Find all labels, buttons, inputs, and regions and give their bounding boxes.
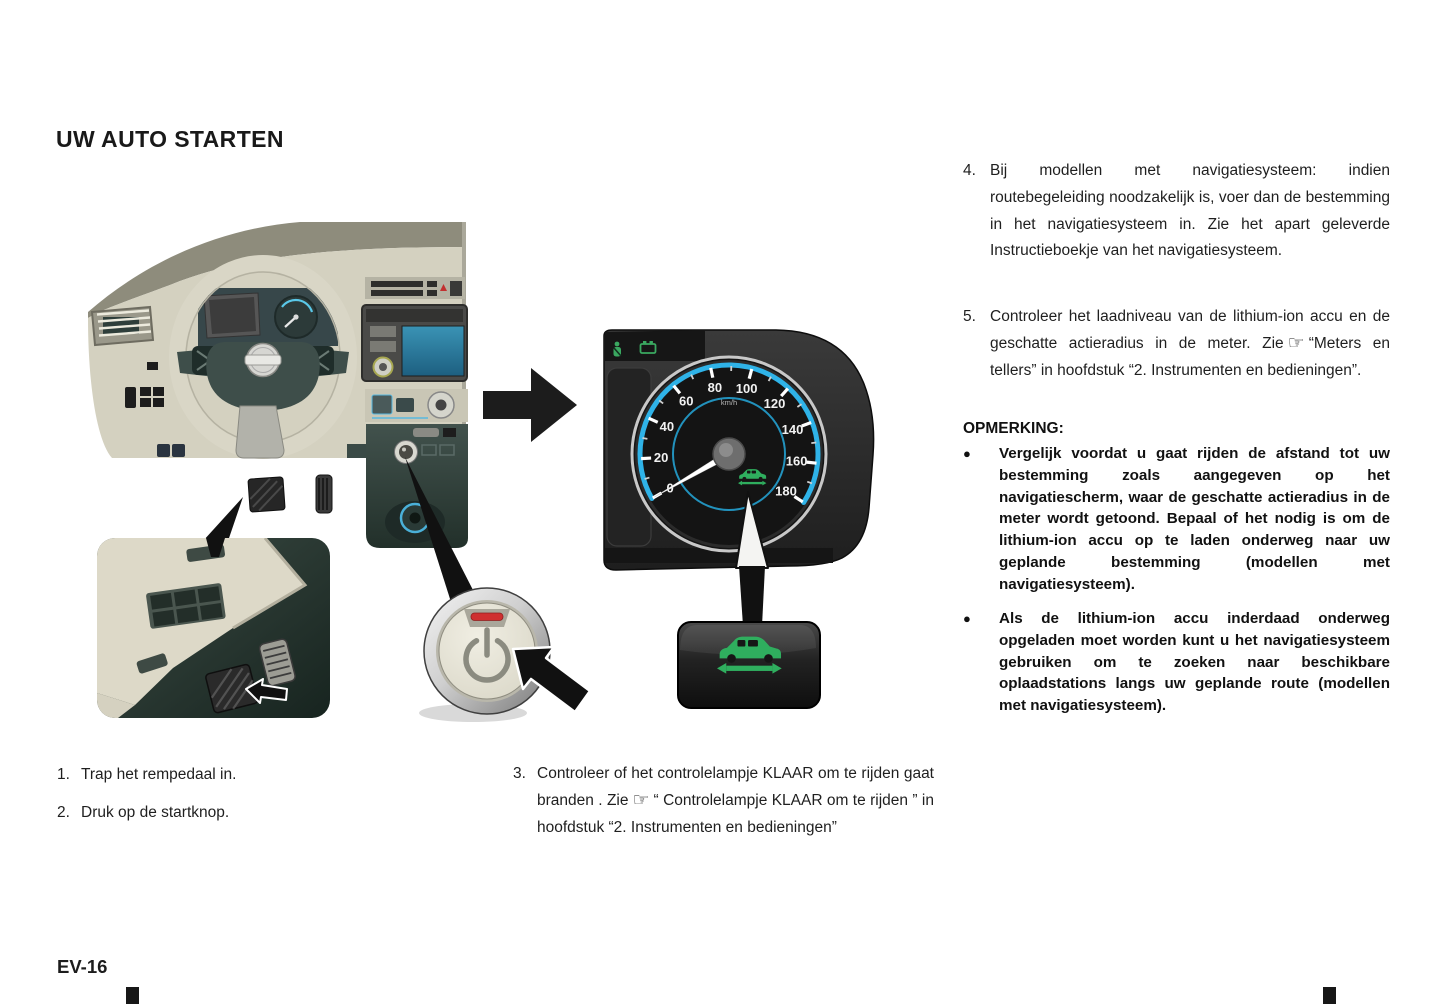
note-text: Vergelijk voordat u gaat rijden de afsta… [999, 445, 1390, 593]
step-number: 2. [57, 804, 70, 821]
step-3: 3. Controleer of het controlelampje KLAA… [513, 760, 934, 841]
step-4: 4. Bij modellen met navigatiesysteem: in… [963, 158, 1390, 265]
svg-text:40: 40 [660, 419, 674, 434]
brake-pedal [247, 476, 286, 513]
step-1: 1. Trap het rempedaal in. [57, 761, 357, 788]
step-number: 4. [963, 162, 976, 179]
svg-text:100: 100 [736, 381, 758, 396]
start-button-magnified [419, 587, 551, 722]
svg-text:20: 20 [654, 450, 668, 465]
svg-text:80: 80 [708, 380, 722, 395]
mini-gauge [274, 295, 318, 339]
indicator-lamp [470, 612, 504, 621]
dash-top-pad [88, 222, 466, 318]
step-2: 2. Druk op de startknop. [57, 799, 357, 826]
svg-text:60: 60 [679, 394, 693, 409]
dash-switch-small [147, 362, 158, 370]
svg-text:km/h: km/h [721, 398, 737, 407]
under-dash-switches [157, 444, 185, 457]
left-air-vent [90, 305, 155, 347]
reference-hand-icon: ☞ [1287, 331, 1305, 354]
note-bullet: ● Als de lithium-ion accu inderdaad onde… [963, 608, 1390, 717]
callout-pointer-start-button [405, 457, 474, 602]
step-5: 5. Controleer het laadniveau van de lith… [963, 304, 1390, 384]
cursor-arrow-start-button [511, 645, 592, 714]
svg-text:140: 140 [782, 422, 804, 437]
pedal-callout-box [97, 538, 330, 718]
step-text: Controleer of het controlelampje KLAAR o… [537, 765, 934, 836]
hazard-icon [440, 284, 447, 291]
step-text: Controleer het laadniveau van de lithium… [990, 308, 1390, 379]
ready-indicator-box [677, 621, 821, 709]
seatbelt-indicator-icon [613, 341, 622, 357]
svg-text:160: 160 [786, 454, 808, 469]
brake-pedal-closeup [205, 663, 259, 714]
step-number: 3. [513, 765, 526, 782]
bullet-icon: ● [963, 611, 971, 626]
accelerator-pedal [315, 474, 333, 514]
step-number: 1. [57, 766, 70, 783]
nav-screen [401, 325, 465, 377]
dash-switch-panel [125, 387, 164, 408]
center-stack [361, 277, 468, 548]
reference-hand-icon: ☞ [632, 789, 650, 811]
print-mark [126, 987, 139, 1004]
climate-panel [365, 389, 468, 422]
center-display [361, 304, 468, 382]
page-number: EV-16 [57, 956, 108, 977]
svg-text:180: 180 [775, 484, 797, 499]
svg-text:120: 120 [764, 396, 786, 411]
speedometer: 020406080100120140160180km/h [630, 355, 828, 553]
page-title: UW AUTO STARTEN [56, 126, 284, 152]
cursor-arrow-brake-pedal [245, 678, 288, 704]
steering-wheel [169, 255, 357, 459]
nissan-badge [244, 342, 282, 378]
power-icon [463, 627, 511, 683]
dashboard-illustration [88, 222, 468, 548]
note-text: Als de lithium-ion accu inderdaad onderw… [999, 610, 1390, 715]
callout-pointer-pedals [203, 497, 243, 541]
note-bullet: ● Vergelijk voordat u gaat rijden de afs… [963, 443, 1390, 596]
step-number: 5. [963, 308, 976, 325]
bullet-icon: ● [963, 446, 971, 461]
step-text: Trap het rempedaal in. [81, 766, 237, 783]
step-text: Bij modellen met navigatiesysteem: indie… [990, 162, 1390, 260]
steering-column [235, 405, 285, 459]
start-button-console [394, 440, 418, 464]
right-arrow [483, 368, 577, 442]
print-mark [1323, 987, 1336, 1004]
instrument-cluster: 020406080100120140160180km/h [603, 329, 875, 571]
battery-indicator-icon [639, 341, 657, 354]
step-text: Druk op de startknop. [81, 804, 230, 821]
accelerator-pedal-closeup [258, 638, 296, 687]
note-heading: OPMERKING: [963, 420, 1064, 437]
